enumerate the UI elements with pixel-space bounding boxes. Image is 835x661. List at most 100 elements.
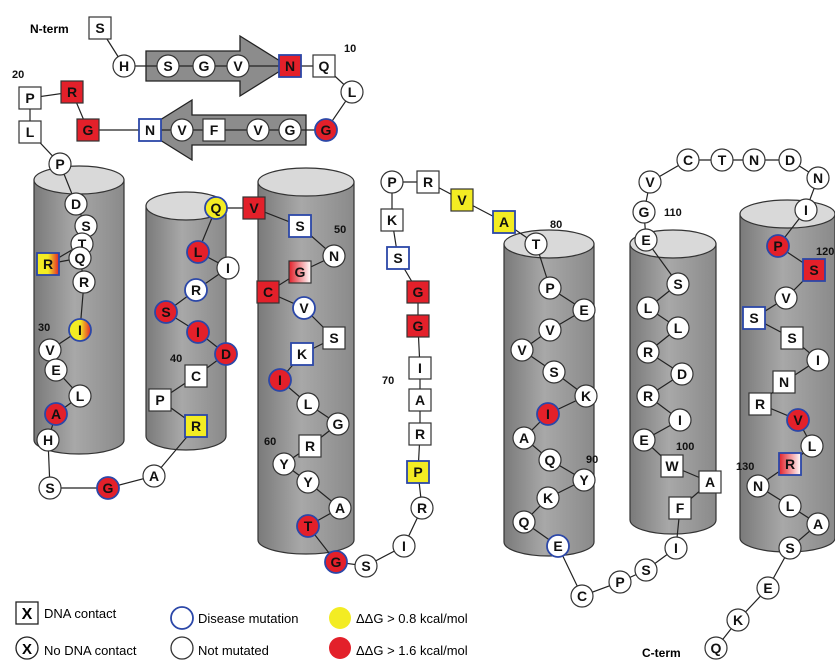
residue: L (19, 121, 41, 143)
residue-letter: L (644, 300, 653, 316)
residue: R (299, 435, 321, 457)
residue: N (743, 149, 765, 171)
residue: L (187, 241, 209, 263)
residue-letter: P (387, 174, 396, 190)
residue-letter: H (43, 432, 53, 448)
residue-letter: K (733, 612, 743, 628)
residue-letter: V (517, 342, 527, 358)
residue: R (37, 253, 59, 275)
legend-not-mutated-label: Not mutated (198, 643, 269, 658)
residue: S (779, 537, 801, 559)
residue-letter: Y (303, 474, 313, 490)
residue: E (633, 429, 655, 451)
residue: A (409, 389, 431, 411)
residue: A (699, 471, 721, 493)
residue-letter: Q (211, 200, 222, 216)
residue-letter: Q (711, 640, 722, 656)
residue: Y (573, 469, 595, 491)
residue-letter: R (305, 438, 315, 454)
residue-letter: S (549, 364, 558, 380)
residue-number: 20 (12, 69, 24, 81)
legend-disease-ring-swatch (171, 607, 193, 629)
residue-number: 50 (334, 224, 346, 236)
residue: I (537, 403, 559, 425)
residue-letter: P (615, 574, 624, 590)
residue-letter: Q (545, 452, 556, 468)
residue-number: 10 (344, 43, 356, 55)
residue: A (45, 403, 67, 425)
residue-letter: K (581, 388, 591, 404)
residue-letter: R (755, 396, 765, 412)
residue: I (217, 257, 239, 279)
residue: L (779, 495, 801, 517)
residue-letter: E (641, 232, 650, 248)
residue: V (293, 297, 315, 319)
residue-letter: N (779, 374, 789, 390)
residue: E (757, 577, 779, 599)
residue-letter: G (199, 58, 210, 74)
residue: Y (273, 453, 295, 475)
residue-letter: L (194, 244, 203, 260)
residue-letter: W (665, 458, 679, 474)
residue: R (749, 393, 771, 415)
legend-dna-contact-symbol: X (22, 606, 33, 623)
residue-letter: I (804, 202, 808, 218)
helix-body (146, 206, 226, 450)
residue-letter: C (577, 588, 587, 604)
residue-letter: L (786, 498, 795, 514)
residue: S (355, 555, 377, 577)
residue: S (157, 55, 179, 77)
residue-letter: P (25, 90, 34, 106)
residue-letter: P (545, 280, 554, 296)
residue-letter: I (402, 538, 406, 554)
residue-letter: L (26, 124, 35, 140)
residue: Q (539, 449, 561, 471)
residue-letter: D (221, 346, 231, 362)
residue-number: 60 (264, 436, 276, 448)
residue-letter: E (763, 580, 772, 596)
residue-letter: T (718, 152, 727, 168)
residue: I (187, 321, 209, 343)
residue-letter: G (285, 122, 296, 138)
residue: S (89, 17, 111, 39)
residue-letter: N (813, 170, 823, 186)
residue-letter: E (51, 362, 60, 378)
residue: P (407, 461, 429, 483)
residue: T (711, 149, 733, 171)
legend-ddg-strong: ΔΔG > 1.6 kcal/mol (329, 637, 468, 659)
residue-letter: L (348, 84, 357, 100)
residue: L (297, 393, 319, 415)
residue: R (185, 415, 207, 437)
legend: X DNA contact X No DNA contact Disease m… (16, 602, 468, 659)
residue: I (795, 199, 817, 221)
residue-letter: Q (75, 250, 86, 266)
residue-letter: V (793, 412, 803, 428)
residue-letter: G (83, 122, 94, 138)
residue: P (149, 389, 171, 411)
legend-not-mutated: Not mutated (171, 637, 269, 659)
residue-letter: E (579, 302, 588, 318)
residue-letter: S (45, 480, 54, 496)
residue-letter: I (78, 322, 82, 338)
residue: H (113, 55, 135, 77)
residue-letter: A (415, 392, 425, 408)
residue-letter: N (753, 478, 763, 494)
residue: R (637, 385, 659, 407)
legend-yellow-swatch (329, 607, 351, 629)
residue: A (493, 211, 515, 233)
legend-disease-mutation-label: Disease mutation (198, 611, 298, 626)
residue: S (155, 301, 177, 323)
residue-letter: K (543, 490, 553, 506)
residue-letter: A (499, 214, 509, 230)
legend-ddg-strong-label: ΔΔG > 1.6 kcal/mol (356, 643, 468, 658)
residue: V (639, 171, 661, 193)
residue-letter: T (304, 518, 313, 534)
residue-letter: I (674, 540, 678, 556)
residue-letter: G (331, 554, 342, 570)
c-term-label: C-term (642, 646, 681, 660)
residue-letter: G (321, 122, 332, 138)
residue-letter: S (81, 218, 90, 234)
residue-letter: S (785, 540, 794, 556)
residue-number: 80 (550, 219, 562, 231)
residue: N (747, 475, 769, 497)
